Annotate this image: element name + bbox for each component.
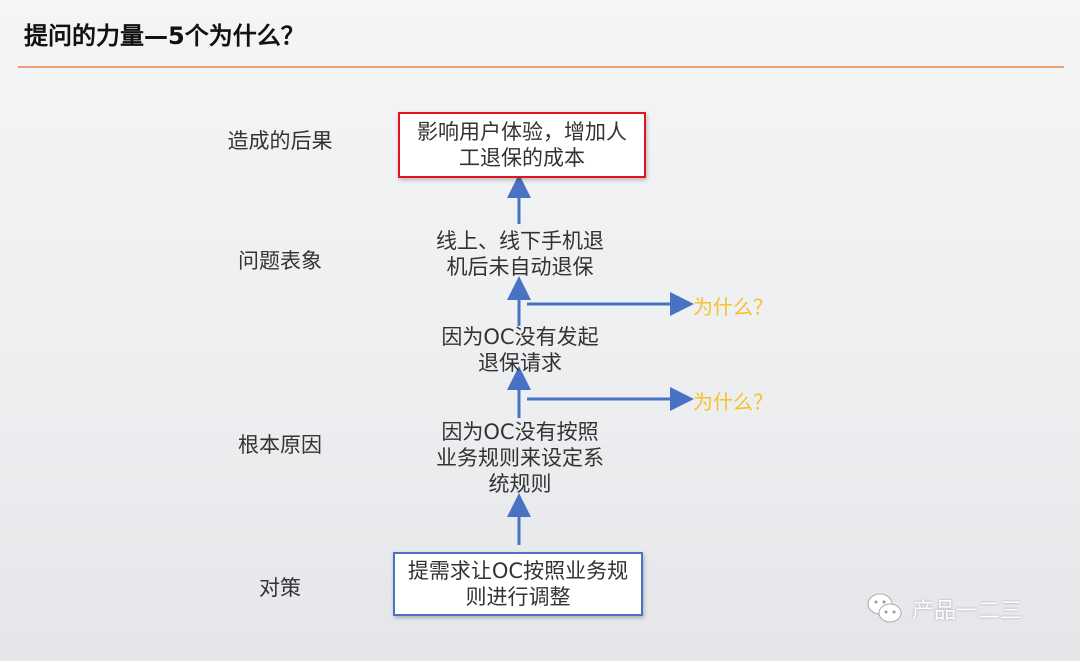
title-divider xyxy=(18,66,1064,68)
symptom-line: 线上、线下手机退 xyxy=(436,229,604,253)
consequence-line: 影响用户体验，增加人 xyxy=(417,120,627,144)
root-line: 业务规则来设定系 xyxy=(436,446,604,470)
root-line: 统规则 xyxy=(488,472,552,496)
symptom-node: 线上、线下手机退 机后未自动退保 xyxy=(400,228,640,280)
label-countermeasure: 对策 xyxy=(259,576,301,600)
action-box: 提需求让OC按照业务规 则进行调整 xyxy=(393,552,643,616)
label-symptom: 问题表象 xyxy=(238,249,322,273)
symptom-line: 机后未自动退保 xyxy=(446,255,594,279)
wechat-icon xyxy=(867,593,902,623)
why-label-2: 为什么？ xyxy=(693,390,773,414)
action-line: 提需求让OC按照业务规 xyxy=(407,559,629,583)
why1-line: 退保请求 xyxy=(478,351,562,375)
consequence-line: 工退保的成本 xyxy=(459,146,585,170)
why1-node: 因为OC没有发起 退保请求 xyxy=(400,324,640,376)
watermark: 产品一二三 xyxy=(866,592,1022,626)
label-consequence: 造成的后果 xyxy=(227,129,333,153)
label-root-cause: 根本原因 xyxy=(238,433,322,457)
action-line: 则进行调整 xyxy=(465,585,571,609)
root-node: 因为OC没有按照 业务规则来设定系 统规则 xyxy=(400,419,640,497)
why-label-1: 为什么？ xyxy=(693,295,773,319)
root-line: 因为OC没有按照 xyxy=(441,420,599,444)
consequence-box: 影响用户体验，增加人 工退保的成本 xyxy=(398,112,646,178)
watermark-text: 产品一二三 xyxy=(912,599,1023,624)
why1-line: 因为OC没有发起 xyxy=(441,325,599,349)
page-title: 提问的力量—5个为什么？ xyxy=(24,22,305,50)
